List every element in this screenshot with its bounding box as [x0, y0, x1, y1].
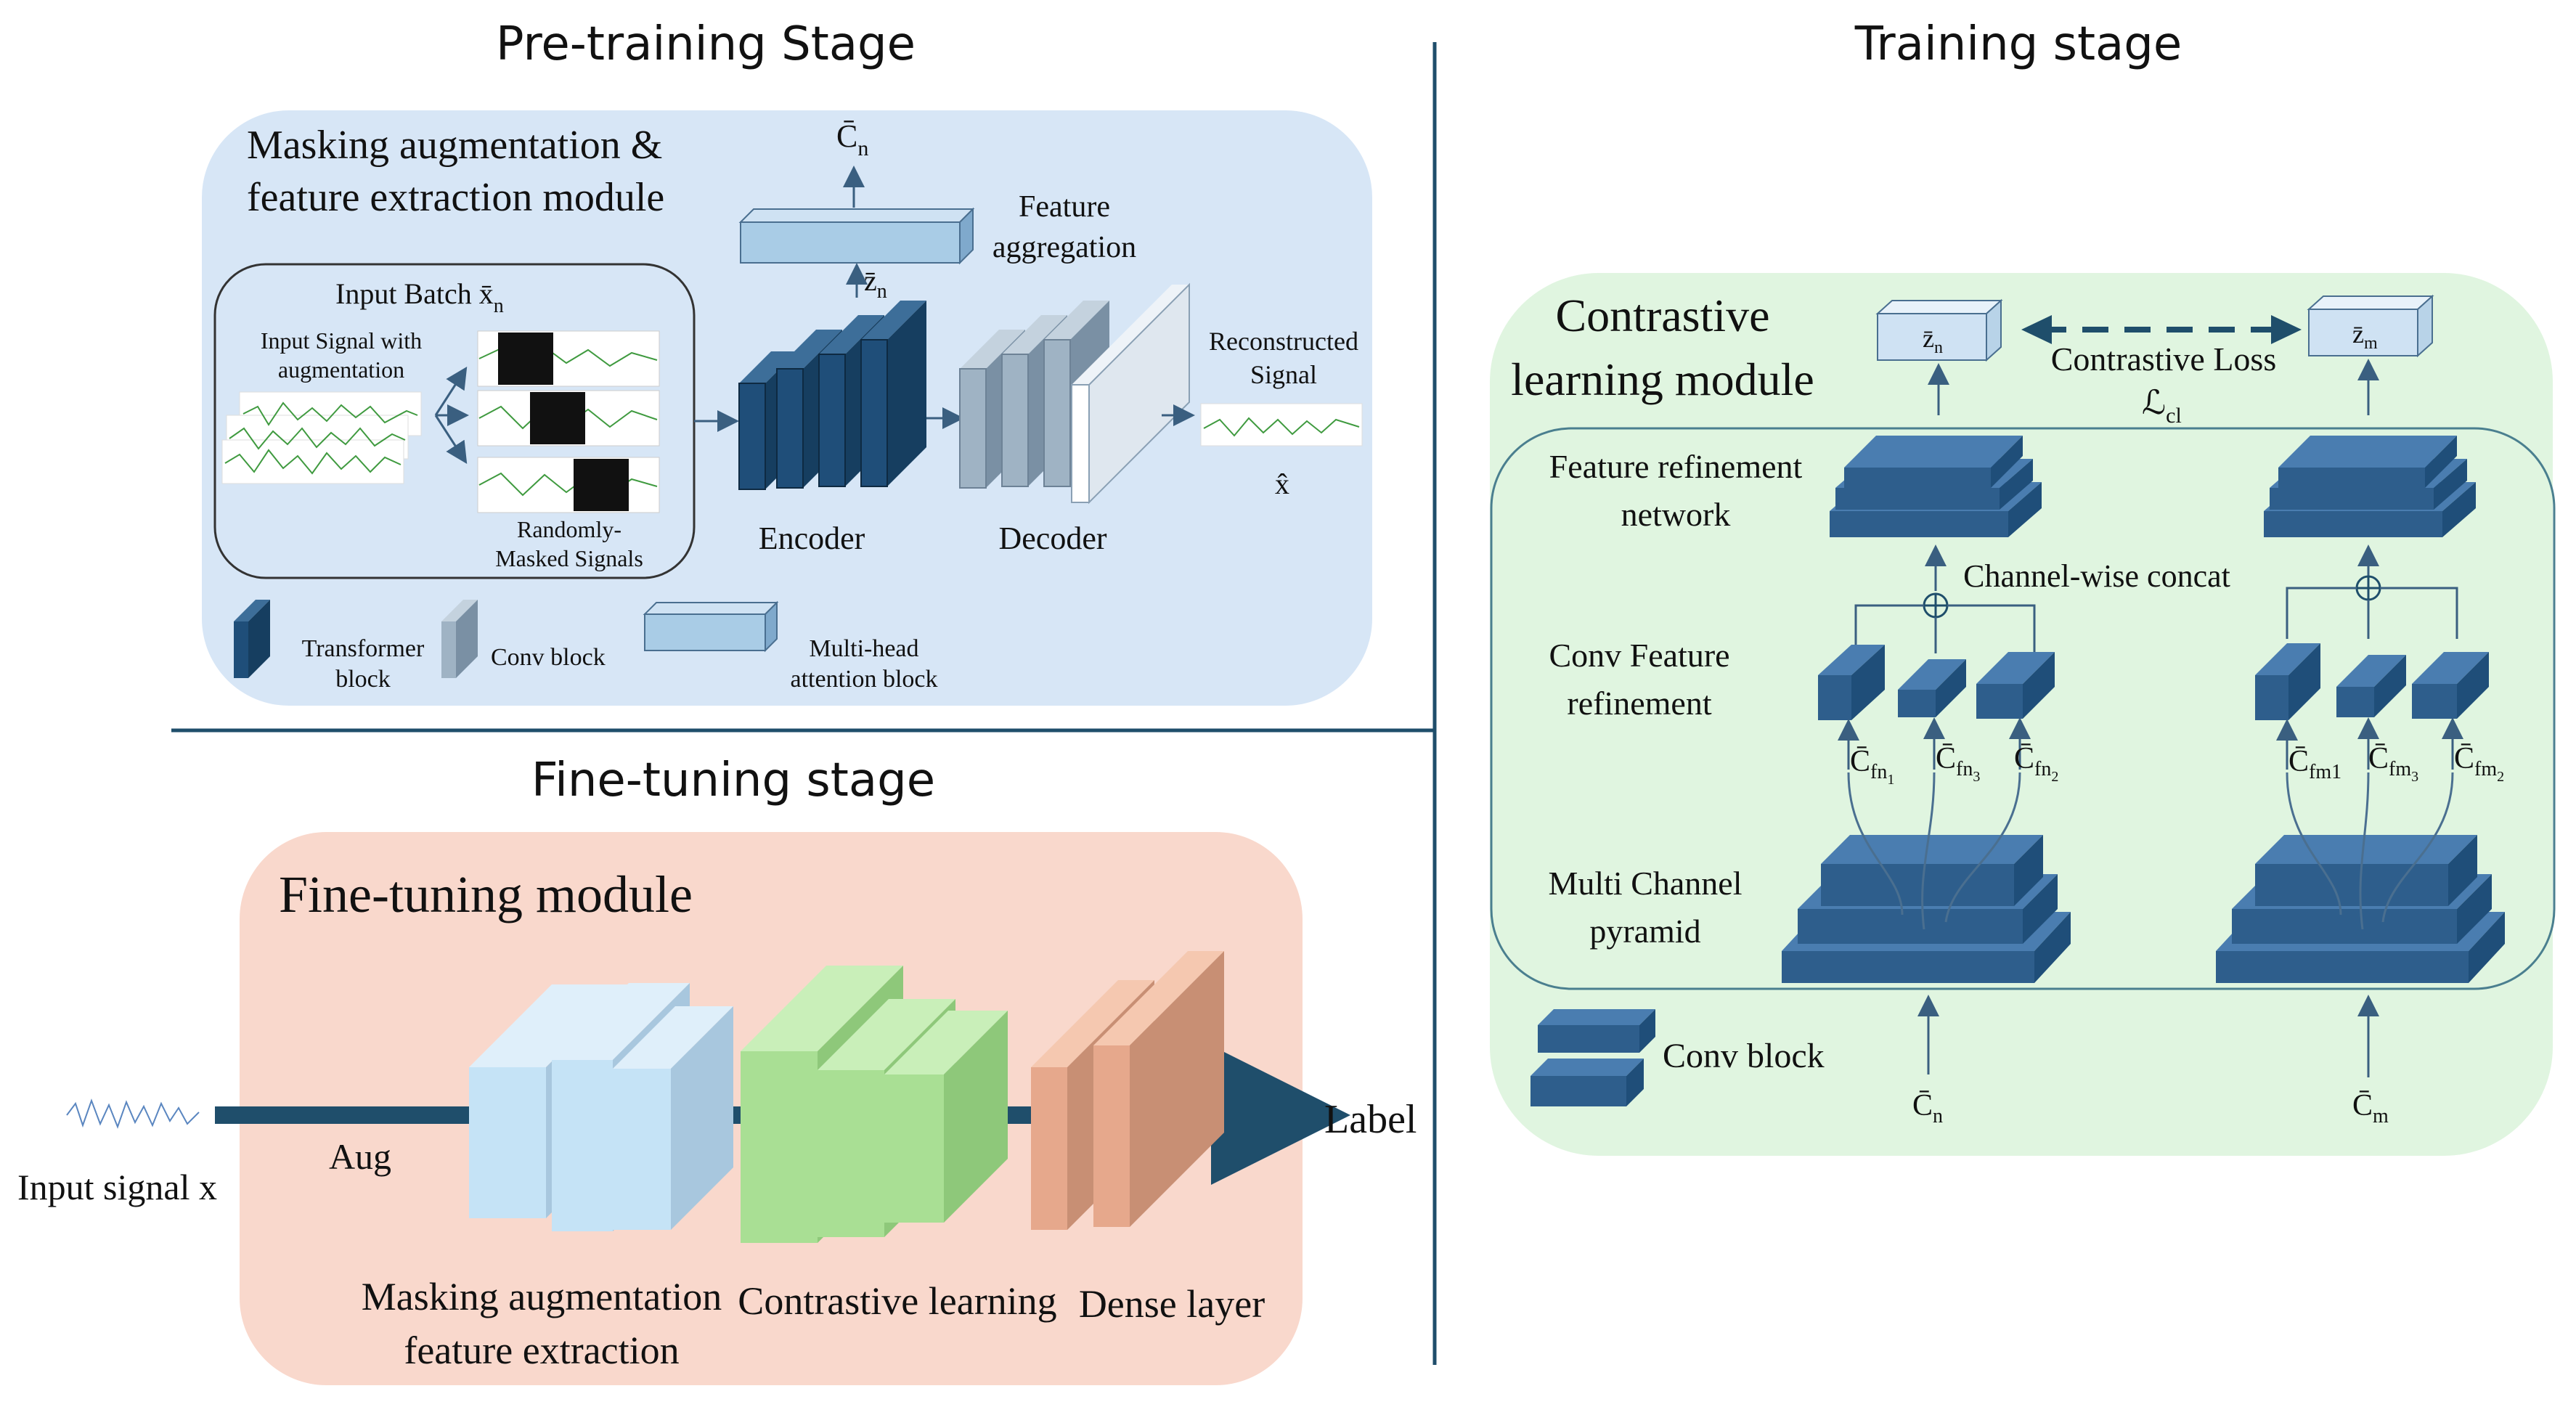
legend-transformer-line1: Transformer — [302, 635, 425, 662]
conv-feature-line1: Conv Feature — [1549, 637, 1729, 674]
masked-signals — [477, 330, 660, 513]
randomly-masked-line2: Masked Signals — [495, 545, 643, 571]
input-batch-label: Input Batch x̄n — [335, 277, 504, 317]
zn-label: z̄n — [864, 264, 887, 303]
multi-channel-line2: pyramid — [1589, 913, 1700, 950]
finetune-dense-label: Dense layer — [1079, 1282, 1265, 1326]
cfm2-label: C̄fm2 — [2454, 742, 2504, 785]
zn-box — [1875, 298, 2003, 362]
finetuning-stage-title: Fine-tuning stage — [531, 754, 935, 807]
contrastive-arrowhead-left — [2021, 315, 2052, 344]
finetuning-module: Fine-tuning module Input signal x Aug La… — [17, 832, 1417, 1385]
finetune-input-signal — [65, 1089, 200, 1135]
channel-wise-concat-label: Channel-wise concat — [1963, 558, 2230, 594]
input-signal-line2: augmentation — [278, 356, 404, 383]
feature-aggregation-block — [738, 207, 975, 265]
contrastive-arrowhead-right — [2271, 315, 2302, 344]
reconstructed-signal-thumbnail — [1200, 403, 1363, 446]
training-module-title-line2: learning module — [1511, 354, 1814, 405]
legend-mha-line2: attention block — [790, 666, 937, 693]
pretraining-module-title-line2: feature extraction module — [247, 175, 664, 220]
legend-mha-line1: Multi-head — [809, 635, 918, 662]
training-module-title-line1: Contrastive — [1555, 290, 1769, 341]
training-legend-conv-block — [1530, 1009, 1655, 1106]
cfn1-label: C̄fn1 — [1850, 745, 1894, 788]
pretraining-module: Masking augmentation & feature extractio… — [202, 110, 1372, 706]
finetuning-module-title: Fine-tuning module — [279, 865, 693, 923]
finetune-aug-label: Aug — [329, 1136, 391, 1177]
legend-transformer-line2: block — [335, 666, 391, 693]
pyramid-branch-curves-n — [1847, 772, 2021, 930]
conv-refinement-blocks-n — [1818, 645, 2055, 720]
zm-box-label: z̄m — [2352, 319, 2378, 353]
training-legend-conv-label: Conv block — [1663, 1037, 1825, 1075]
cfn3-label: C̄fn3 — [1936, 742, 1980, 785]
feature-refinement-stack-n — [1830, 436, 2042, 537]
cfm3-label: C̄fm3 — [2368, 742, 2418, 785]
training-inner-box — [1490, 427, 2556, 990]
multi-channel-pyramid-n — [1782, 835, 2071, 983]
legend-conv-block — [441, 600, 478, 678]
pretraining-module-title-line1: Masking augmentation & — [247, 123, 662, 168]
training-module: Contrastive learning module z̄n z̄m Cont… — [1490, 273, 2556, 1156]
feature-refinement-line1: Feature refinement — [1549, 448, 1803, 485]
conv-refinement-blocks-m — [2255, 643, 2489, 720]
legend-mha-block — [643, 600, 779, 653]
reconstructed-signal-line1: Reconstructed — [1209, 327, 1358, 356]
finetune-contrastive-label: Contrastive learning — [738, 1279, 1056, 1323]
training-stage-title: Training stage — [1854, 17, 2182, 71]
encoder-blocks — [738, 301, 926, 490]
randomly-masked-line1: Randomly- — [517, 516, 621, 542]
loss-symbol: ℒcl — [2142, 384, 2182, 428]
reconstructed-signal-line2: Signal — [1250, 360, 1317, 389]
zn-box-label: z̄n — [1923, 324, 1943, 357]
feature-refinement-line2: network — [1621, 496, 1731, 533]
zm-box — [2307, 294, 2434, 358]
multi-channel-pyramid-m — [2216, 835, 2505, 983]
x-hat-label: x̂ — [1275, 468, 1289, 500]
cm-input-label: C̄m — [2352, 1089, 2389, 1127]
cfn2-label: C̄fn2 — [2014, 742, 2058, 785]
decoder-label: Decoder — [998, 521, 1106, 556]
conv-feature-line2: refinement — [1567, 685, 1711, 722]
input-signal-line1: Input Signal with — [261, 327, 422, 354]
finetune-masking-line1: Masking augmentation — [362, 1275, 722, 1318]
finetune-label-output: Label — [1324, 1097, 1417, 1142]
pretraining-stage-title: Pre-training Stage — [496, 17, 916, 71]
legend-transformer-block — [234, 600, 270, 678]
contrastive-loss-label: Contrastive Loss — [2051, 340, 2276, 378]
cn-label: C̄n — [836, 118, 868, 160]
input-signal-thumbnails — [221, 391, 422, 484]
pyramid-branch-curves-m — [2286, 772, 2454, 930]
branch-arrows — [434, 366, 469, 465]
finetune-input-label: Input signal x — [17, 1167, 217, 1207]
cfm1-label: C̄fm1 — [2288, 745, 2341, 783]
encoder-label: Encoder — [759, 521, 865, 556]
legend-conv-label: Conv block — [491, 644, 606, 671]
finetune-masking-blocks — [469, 983, 733, 1231]
feature-aggregation-line1: Feature — [1019, 190, 1110, 224]
finetune-dense-blocks — [1031, 951, 1224, 1230]
feature-refinement-stack-m — [2264, 436, 2476, 537]
multi-channel-line1: Multi Channel — [1548, 865, 1742, 902]
finetune-masking-line2: feature extraction — [404, 1329, 679, 1372]
feature-aggregation-line2: aggregation — [993, 231, 1136, 264]
decoder-blocks — [959, 282, 1190, 505]
finetune-contrastive-blocks — [741, 966, 1008, 1243]
cn-input-label: C̄n — [1912, 1089, 1943, 1127]
